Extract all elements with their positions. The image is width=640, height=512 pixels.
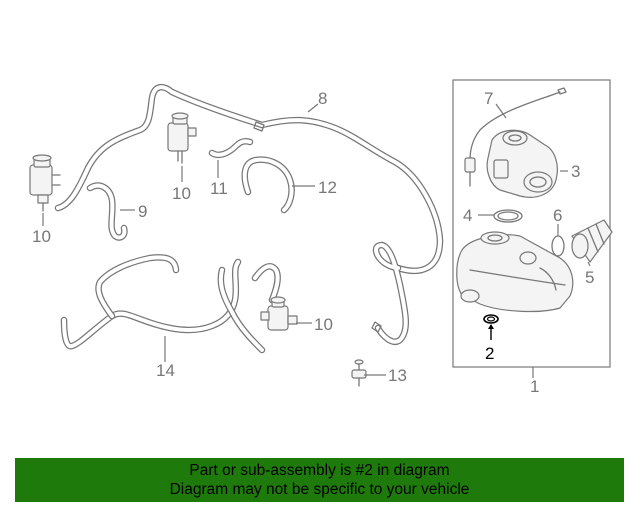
o-ring-part-6 (551, 235, 565, 257)
banner-line-disclaimer: Diagram may not be specific to your vehi… (169, 481, 470, 498)
banner-line-part-number: Part or sub-assembly is #2 in diagram (189, 462, 450, 479)
hose-part-14 (60, 254, 281, 354)
pipe-flange-part-5 (571, 219, 613, 263)
hose-part-12 (241, 156, 295, 214)
disclaimer-banner: Part or sub-assembly is #2 in diagram Di… (15, 458, 624, 502)
callout-1: 1 (530, 377, 539, 396)
vacuum-valve-part-10-lower (260, 296, 298, 331)
hose-part-9 (86, 182, 128, 241)
connector-part-13 (351, 359, 367, 387)
hose-part-11 (208, 137, 254, 159)
callout-10-left: 10 (32, 227, 51, 246)
callout-9: 9 (138, 202, 147, 221)
coolant-housing (456, 231, 574, 313)
seal-part-2-highlighted (483, 314, 499, 324)
callout-11: 11 (210, 179, 228, 198)
callout-10-lower: 10 (314, 315, 333, 334)
vacuum-valve-part-10-left (29, 154, 61, 212)
callout-8: 8 (318, 89, 327, 108)
gasket-part-4 (493, 209, 523, 223)
callout-14: 14 (156, 361, 175, 380)
leader-lines (42, 103, 591, 376)
parts-diagram: 1 2 3 4 5 6 7 8 9 10 10 10 11 12 13 14 (29, 79, 613, 396)
callout-4: 4 (463, 206, 472, 225)
callout-10-center: 10 (172, 184, 191, 203)
temperature-sensor-part-7 (464, 87, 567, 187)
vacuum-hose-part-8 (54, 83, 444, 345)
callout-5: 5 (585, 268, 594, 287)
callout-3: 3 (571, 162, 580, 181)
callout-12: 12 (318, 178, 337, 197)
assembly-box-part-1 (452, 79, 611, 378)
thermostat-housing-part-3 (486, 129, 558, 198)
callout-6: 6 (553, 206, 562, 225)
callout-7: 7 (484, 89, 493, 108)
callout-13: 13 (388, 366, 407, 385)
callout-2: 2 (485, 344, 494, 363)
vacuum-valve-part-10-center (167, 112, 197, 164)
